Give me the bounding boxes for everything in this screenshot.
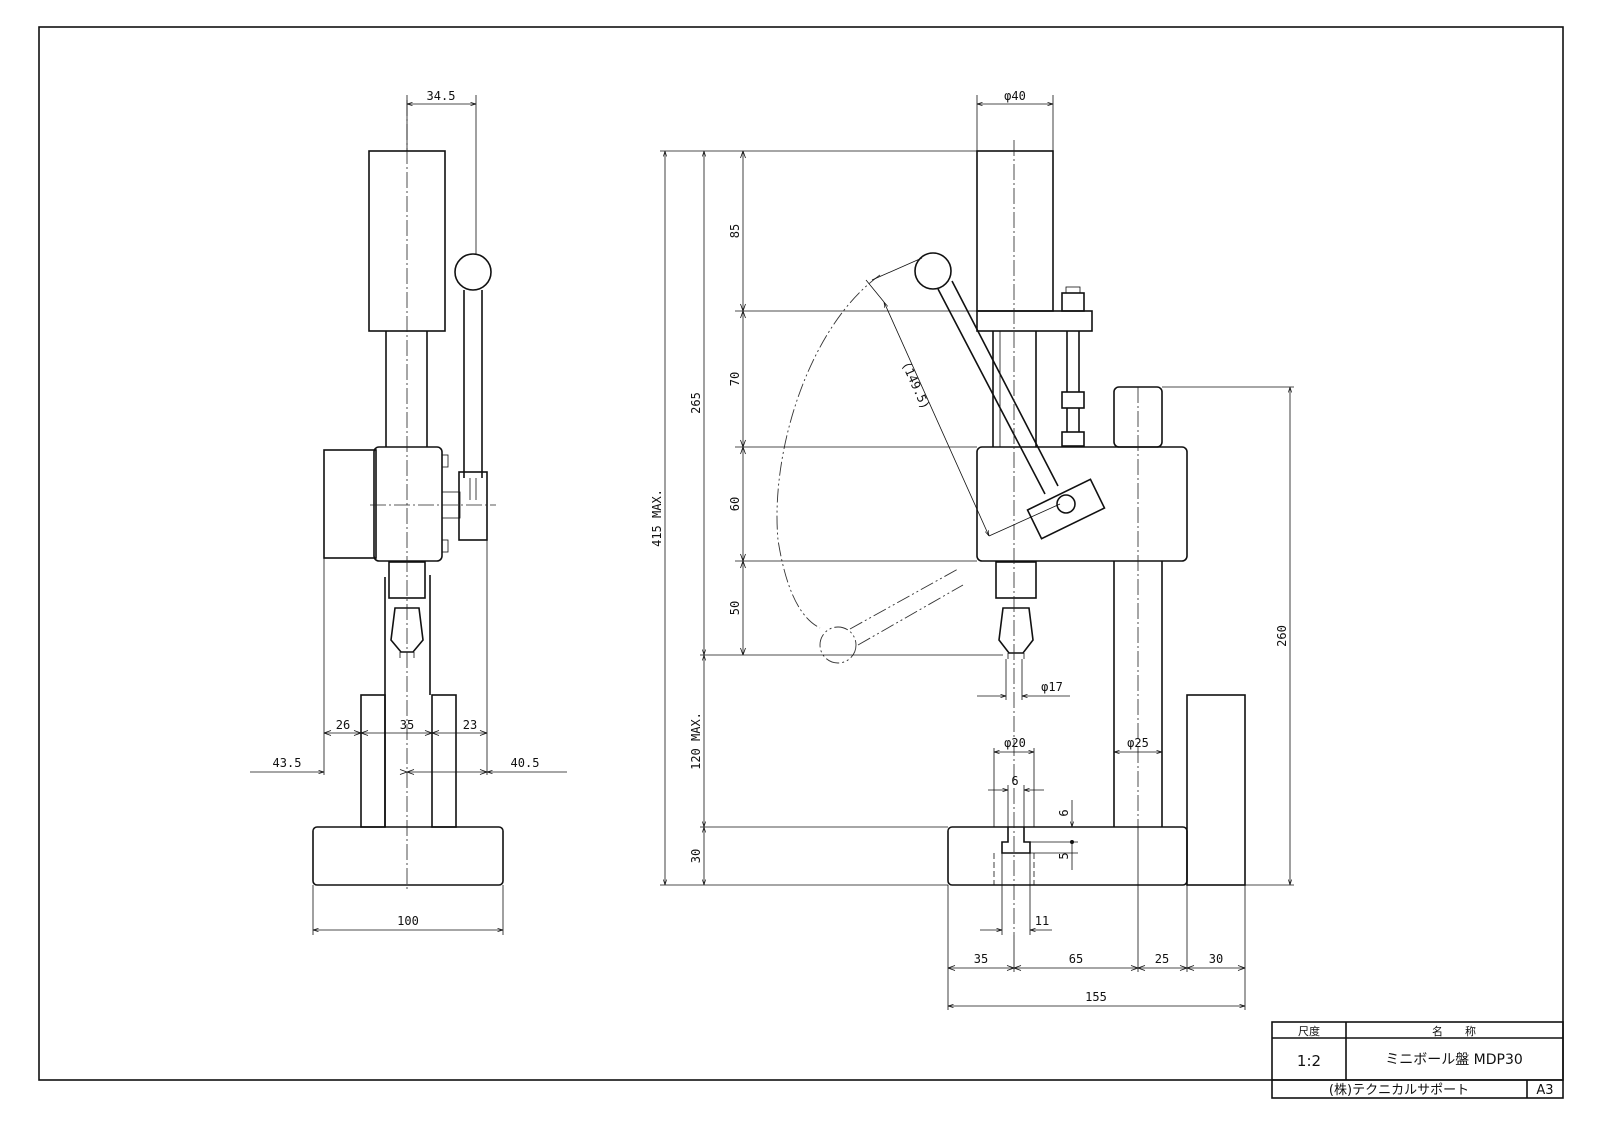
dim-seg2: 70 <box>728 372 742 386</box>
scale-value: 1:2 <box>1297 1052 1321 1070</box>
dim-stroke: 120 MAX. <box>689 712 703 770</box>
dim-base-right2: 30 <box>1209 952 1223 966</box>
front-upper-cylinder <box>976 150 1054 312</box>
side-base <box>312 826 504 886</box>
dim-base-mid: 65 <box>1069 952 1083 966</box>
dim-column-diameter: φ25 <box>1127 736 1149 750</box>
dim-slot-depth-top: 6 <box>1057 809 1071 816</box>
name-label: 名 称 <box>1432 1024 1476 1038</box>
drawing-border <box>38 26 1564 1081</box>
dim-upper-total: 265 <box>689 392 703 414</box>
side-head-block <box>323 449 377 559</box>
dim-top-diameter: φ40 <box>1004 89 1026 103</box>
dim-side-base-width: 100 <box>397 914 419 928</box>
dim-column-height: 260 <box>1275 625 1289 647</box>
front-upright-plate <box>1186 694 1246 886</box>
title-block: 尺度 名 称 1:2 ミニボール盤 MDP30 (株)テクニカルサポート A3 <box>1271 1021 1564 1099</box>
dim-seg1: 85 <box>728 224 742 238</box>
dim-table-diameter: φ20 <box>1004 736 1026 750</box>
dim-side-spindle-offset: 34.5 <box>427 89 456 103</box>
front-view: 415 MAX. 265 120 MAX. 30 85 70 60 50 260… <box>650 89 1294 1010</box>
dim-seg3: 60 <box>728 497 742 511</box>
company-name: (株)テクニカルサポート <box>1329 1083 1469 1098</box>
dim-slot-depth: 5 <box>1057 852 1071 859</box>
sheet-size: A3 <box>1536 1083 1553 1098</box>
dim-handle-length: (149.5) <box>899 359 932 411</box>
dim-slot-width: 6 <box>1011 774 1018 788</box>
front-handle-knob <box>914 252 952 290</box>
side-handle-knob <box>454 253 492 291</box>
dim-overall-height: 415 MAX. <box>650 489 664 547</box>
dim-side-overall-right: 40.5 <box>511 756 540 770</box>
dim-chuck-diameter: φ17 <box>1041 680 1063 694</box>
dim-slot-bottom: 11 <box>1035 914 1049 928</box>
dim-side-gap-left: 26 <box>336 718 350 732</box>
drawing-title: ミニボール盤 MDP30 <box>1385 1052 1523 1068</box>
side-view: 34.5 100 26 35 23 43.5 40.5 <box>250 89 567 935</box>
dim-side-gap-right: 23 <box>463 718 477 732</box>
dim-base-right1: 25 <box>1155 952 1169 966</box>
front-head-body <box>976 446 1188 562</box>
dim-base-height: 30 <box>689 849 703 863</box>
dim-seg4: 50 <box>728 601 742 615</box>
dim-base-total: 155 <box>1085 990 1107 1004</box>
scale-label: 尺度 <box>1298 1024 1320 1038</box>
dim-side-overall-left: 43.5 <box>273 756 302 770</box>
dim-base-left: 35 <box>974 952 988 966</box>
side-head-body <box>373 446 443 562</box>
dim-side-column-width: 35 <box>400 718 414 732</box>
